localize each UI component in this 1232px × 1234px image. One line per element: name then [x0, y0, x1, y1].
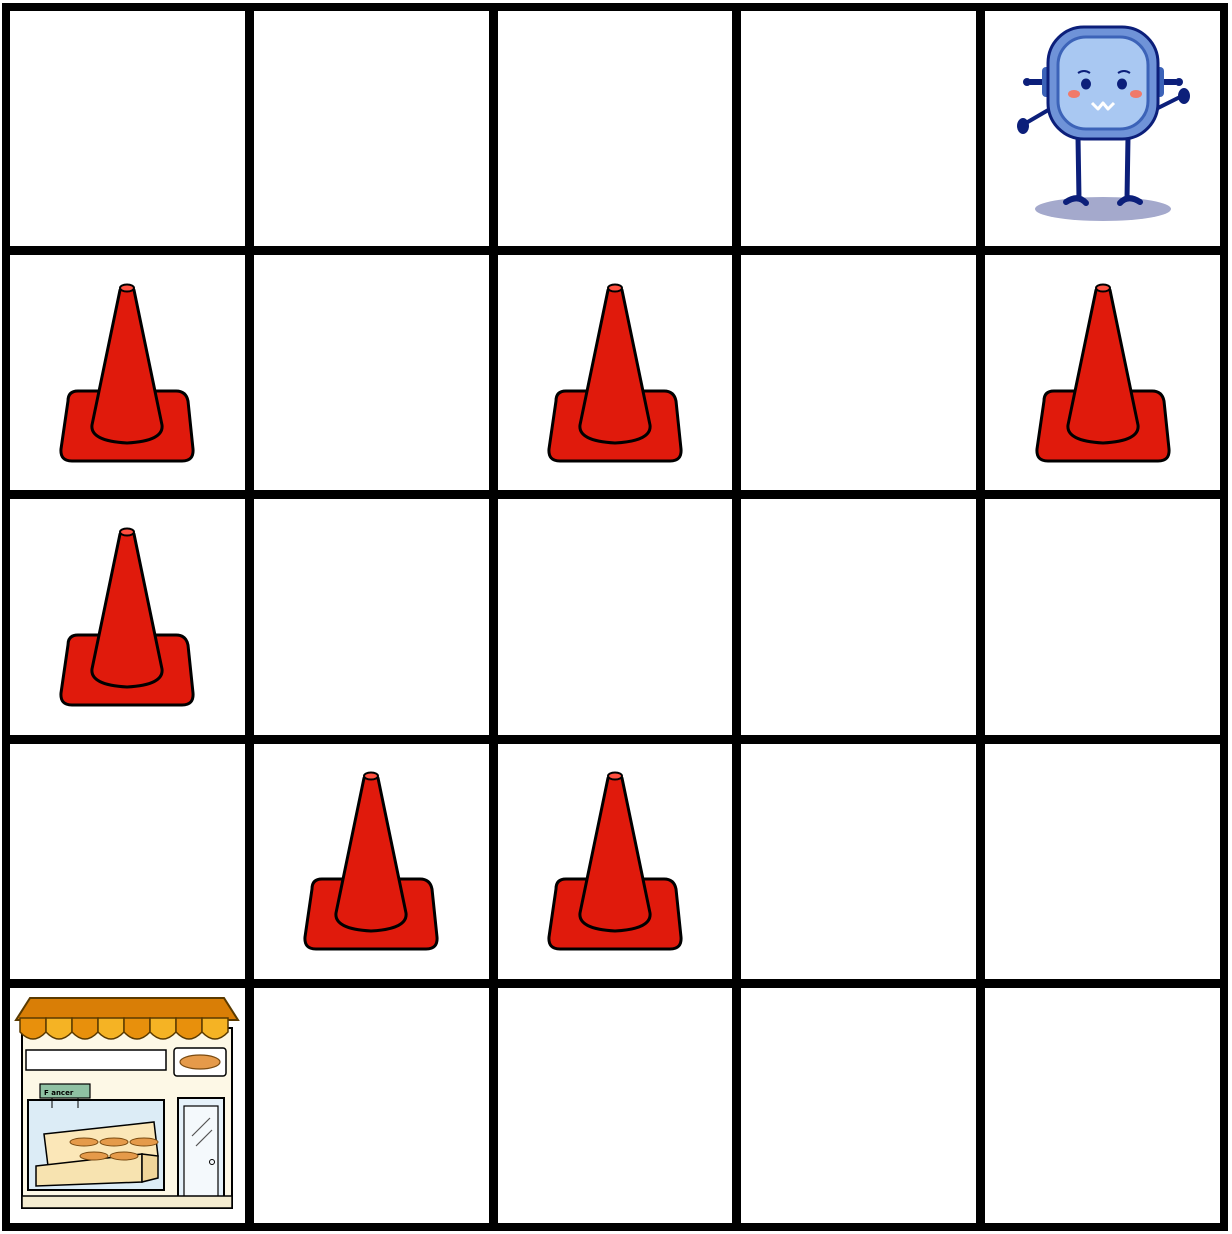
- cell-r5-c1[interactable]: F ancer: [10, 988, 245, 1223]
- cell-r3-c1[interactable]: [10, 499, 245, 734]
- cell-r2-c1[interactable]: [10, 255, 245, 490]
- traffic-cone-icon: [296, 761, 446, 961]
- cell-r2-c5[interactable]: [985, 255, 1220, 490]
- cell-r3-c3[interactable]: [498, 499, 733, 734]
- cell-r1-c4[interactable]: [741, 11, 976, 246]
- cell-r1-c1[interactable]: [10, 11, 245, 246]
- cell-r5-c4[interactable]: [741, 988, 976, 1223]
- cell-r5-c2[interactable]: [254, 988, 489, 1223]
- cell-r4-c4[interactable]: [741, 744, 976, 979]
- bakery-sign-text: F ancer: [44, 1089, 74, 1097]
- game-board: F ancer: [2, 3, 1228, 1231]
- cell-r5-c3[interactable]: [498, 988, 733, 1223]
- cell-r4-c1[interactable]: [10, 744, 245, 979]
- traffic-cone-icon: [1028, 273, 1178, 473]
- cell-r1-c3[interactable]: [498, 11, 733, 246]
- cell-r1-c2[interactable]: [254, 11, 489, 246]
- robot-icon: [1008, 19, 1198, 239]
- cell-r2-c4[interactable]: [741, 255, 976, 490]
- cell-r3-c2[interactable]: [254, 499, 489, 734]
- cell-r5-c5[interactable]: [985, 988, 1220, 1223]
- cell-r4-c3[interactable]: [498, 744, 733, 979]
- traffic-cone-icon: [52, 273, 202, 473]
- traffic-cone-icon: [52, 517, 202, 717]
- cell-r3-c4[interactable]: [741, 499, 976, 734]
- bakery-shop-icon: F ancer: [14, 996, 240, 1214]
- cell-r4-c2[interactable]: [254, 744, 489, 979]
- traffic-cone-icon: [540, 761, 690, 961]
- cell-r2-c2[interactable]: [254, 255, 489, 490]
- cell-r4-c5[interactable]: [985, 744, 1220, 979]
- traffic-cone-icon: [540, 273, 690, 473]
- cell-r2-c3[interactable]: [498, 255, 733, 490]
- cell-r3-c5[interactable]: [985, 499, 1220, 734]
- cell-r1-c5[interactable]: [985, 11, 1220, 246]
